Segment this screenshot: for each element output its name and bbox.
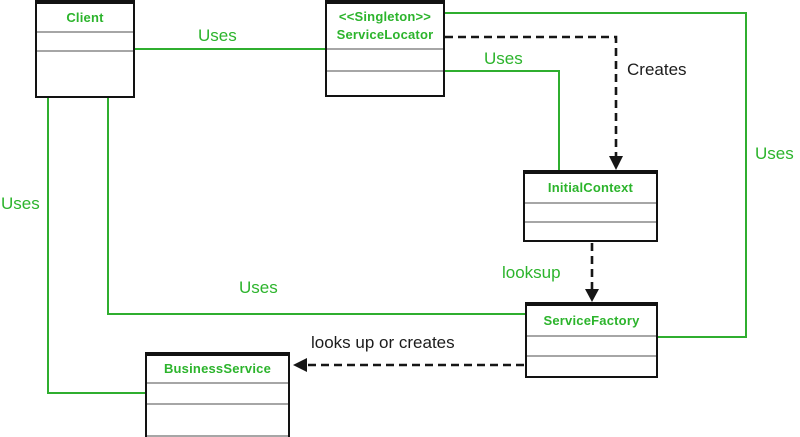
edge-label-uses-right-margin: Uses <box>755 144 794 163</box>
edge-line-servicelocator-initialcontext-v <box>558 70 560 170</box>
class-name-servicefactory: ServiceFactory <box>543 312 640 328</box>
class-extra-businessservice <box>147 435 288 437</box>
edge-label-uses-left-margin: Uses <box>1 194 40 213</box>
edge-line-client-businessservice-h <box>47 392 145 394</box>
arrowhead-looksup-down-icon <box>585 289 599 302</box>
edge-line-servicelocator-servicefactory-top <box>445 12 747 14</box>
class-box-servicelocator: <<Singleton>> ServiceLocator <box>325 0 445 97</box>
edge-label-looks-up-or-creates: looks up or creates <box>311 333 455 352</box>
edge-label-creates: Creates <box>627 60 687 79</box>
class-fields-client <box>37 31 133 50</box>
class-name-client: Client <box>66 9 104 25</box>
class-box-servicefactory: ServiceFactory <box>525 302 658 378</box>
class-name-servicelocator: ServiceLocator <box>336 27 434 42</box>
class-stereotype-servicelocator: <<Singleton>> <box>338 9 432 25</box>
class-name-initialcontext: InitialContext <box>547 180 634 196</box>
class-box-businessservice: BusinessService <box>145 352 290 437</box>
class-methods-businessservice <box>147 403 288 435</box>
class-box-client: Client <box>35 0 135 98</box>
class-fields-servicefactory <box>527 335 656 355</box>
edge-line-client-servicefactory-h <box>107 313 525 315</box>
edge-label-uses-client-servicelocator: Uses <box>198 26 237 45</box>
edge-line-client-servicelocator <box>135 48 325 50</box>
edge-line-servicelocator-initialcontext-h <box>445 70 560 72</box>
arrowhead-looks-up-or-creates-left-icon <box>293 358 307 372</box>
class-name-businessservice: BusinessService <box>163 361 272 377</box>
edge-line-client-businessservice-v <box>47 98 49 394</box>
edge-line-client-servicefactory-v <box>107 98 109 315</box>
edge-line-servicelocator-servicefactory-bottom <box>658 336 747 338</box>
class-fields-businessservice <box>147 382 288 403</box>
class-title-initialcontext: InitialContext <box>525 174 656 202</box>
class-box-initialcontext: InitialContext <box>523 170 658 242</box>
edge-dashed-creates <box>445 35 618 158</box>
class-title-servicefactory: ServiceFactory <box>527 306 656 335</box>
class-fields-initialcontext <box>525 202 656 221</box>
arrowhead-creates-down-icon <box>609 156 623 170</box>
class-methods-servicelocator <box>327 70 443 95</box>
class-methods-initialcontext <box>525 221 656 240</box>
edge-label-uses-servicelocator-initialcontext: Uses <box>484 49 523 68</box>
edge-label-uses-client-servicefactory: Uses <box>239 278 278 297</box>
class-methods-client <box>37 50 133 96</box>
class-title-servicelocator: <<Singleton>> ServiceLocator <box>327 4 443 48</box>
class-fields-servicelocator <box>327 48 443 70</box>
class-title-client: Client <box>37 4 133 31</box>
edge-line-servicelocator-servicefactory-vertical <box>745 12 747 338</box>
edge-label-looksup: looksup <box>502 263 561 282</box>
class-methods-servicefactory <box>527 355 656 376</box>
class-title-businessservice: BusinessService <box>147 356 288 382</box>
